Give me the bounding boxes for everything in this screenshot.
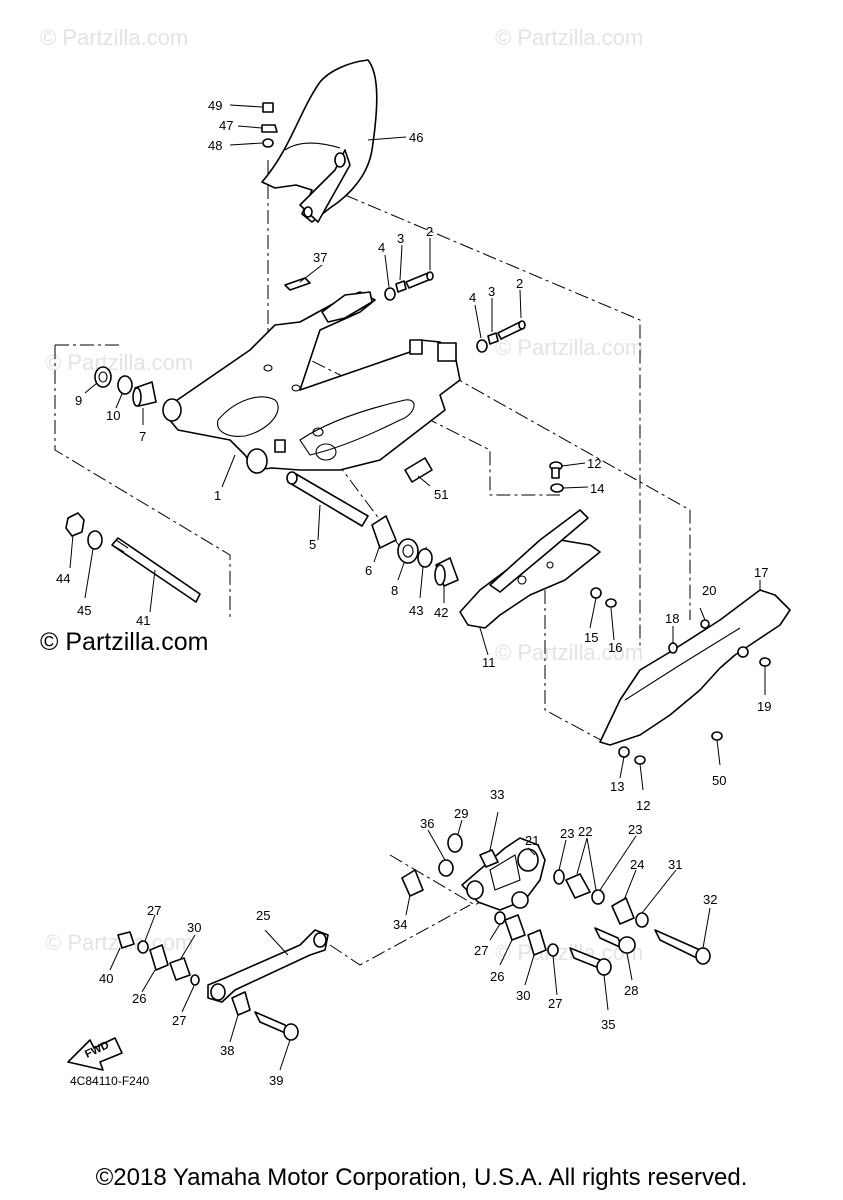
callout-41: 41 — [136, 613, 150, 628]
callout-33: 33 — [490, 787, 504, 802]
callout-45: 45 — [77, 603, 91, 618]
callout-19: 19 — [757, 699, 771, 714]
label-51 — [404, 457, 433, 483]
callout-47: 47 — [219, 118, 233, 133]
callout-42: 42 — [434, 605, 448, 620]
relay-arm — [461, 837, 546, 911]
chain-guide — [459, 509, 601, 629]
watermarks: © Partzilla.com © Partzilla.com © Partzi… — [40, 25, 643, 965]
callout-50: 50 — [712, 773, 726, 788]
rod-hardware — [117, 931, 299, 1041]
callout-40: 40 — [99, 971, 113, 986]
callout-2: 2 — [516, 276, 523, 291]
callout-39: 39 — [269, 1073, 283, 1088]
label-37 — [284, 277, 311, 291]
callout-18: 18 — [665, 611, 679, 626]
callout-12: 12 — [636, 798, 650, 813]
pivot-shaft — [65, 512, 201, 603]
copyright-notice: ©2018 Yamaha Motor Corporation, U.S.A. A… — [95, 1164, 748, 1191]
callout-8: 8 — [391, 583, 398, 598]
callout-44: 44 — [56, 571, 70, 586]
callout-30: 30 — [516, 988, 530, 1003]
callout-27: 27 — [474, 943, 488, 958]
chain-cover — [599, 589, 791, 765]
callout-15: 15 — [584, 630, 598, 645]
callout-51: 51 — [434, 487, 448, 502]
callout-31: 31 — [668, 857, 682, 872]
callout-3: 3 — [488, 284, 495, 299]
callout-13: 13 — [610, 779, 624, 794]
callout-23: 23 — [560, 826, 574, 841]
pivot-collars — [286, 471, 459, 587]
fender-bolts — [261, 102, 278, 148]
callout-46: 46 — [409, 130, 423, 145]
relay-hardware — [401, 833, 711, 976]
callout-48: 48 — [208, 138, 222, 153]
callout-23: 23 — [628, 822, 642, 837]
callout-16: 16 — [608, 640, 622, 655]
callout-17: 17 — [754, 565, 768, 580]
callout-12: 12 — [587, 456, 601, 471]
callout-11: 11 — [482, 655, 496, 670]
callout-49: 49 — [208, 98, 222, 113]
callout-30: 30 — [187, 920, 201, 935]
fwd-arrow: FWD — [67, 1037, 123, 1071]
callout-4: 4 — [469, 290, 476, 305]
watermark: © Partzilla.com — [495, 25, 643, 50]
watermark: © Partzilla.com — [45, 930, 193, 955]
callout-32: 32 — [703, 892, 717, 907]
connecting-rod — [207, 929, 329, 1003]
callout-38: 38 — [220, 1043, 234, 1058]
bolt-set-right — [476, 320, 526, 353]
callout-6: 6 — [365, 563, 372, 578]
callout-25: 25 — [256, 908, 270, 923]
callout-26: 26 — [490, 969, 504, 984]
swingarm — [162, 291, 461, 474]
watermark: © Partzilla.com — [495, 640, 643, 665]
callout-7: 7 — [139, 429, 146, 444]
callout-2: 2 — [426, 224, 433, 239]
callout-24: 24 — [630, 857, 644, 872]
callout-35: 35 — [601, 1017, 615, 1032]
watermark: © Partzilla.com — [45, 350, 193, 375]
callout-14: 14 — [590, 481, 604, 496]
callout-1: 1 — [214, 488, 221, 503]
callout-10: 10 — [106, 408, 120, 423]
callout-43: 43 — [409, 603, 423, 618]
callout-28: 28 — [624, 983, 638, 998]
callout-29: 29 — [454, 806, 468, 821]
callout-21: 21 — [525, 833, 539, 848]
guide-bolts — [549, 461, 617, 608]
watermark: © Partzilla.com — [495, 335, 643, 360]
callout-22: 22 — [578, 824, 592, 839]
watermark: © Partzilla.com — [40, 25, 188, 50]
leader-lines — [69, 104, 766, 1071]
watermark-main: © Partzilla.com — [40, 628, 209, 656]
callouts: 49 47 48 46 37 4 3 2 4 3 2 9 10 7 1 5 6 … — [56, 98, 771, 1088]
callout-36: 36 — [420, 816, 434, 831]
callout-4: 4 — [378, 240, 385, 255]
callout-9: 9 — [75, 393, 82, 408]
callout-26: 26 — [132, 991, 146, 1006]
bolt-set-upper — [384, 271, 434, 301]
rear-fender — [261, 59, 378, 223]
callout-27: 27 — [147, 903, 161, 918]
diagram-code: 4C84110-F240 — [70, 1074, 150, 1088]
callout-20: 20 — [702, 583, 716, 598]
pivot-bearings-left — [94, 366, 157, 407]
callout-5: 5 — [309, 537, 316, 552]
callout-27: 27 — [172, 1013, 186, 1028]
callout-37: 37 — [313, 250, 327, 265]
callout-3: 3 — [397, 231, 404, 246]
callout-27: 27 — [548, 996, 562, 1011]
callout-34: 34 — [393, 917, 407, 932]
